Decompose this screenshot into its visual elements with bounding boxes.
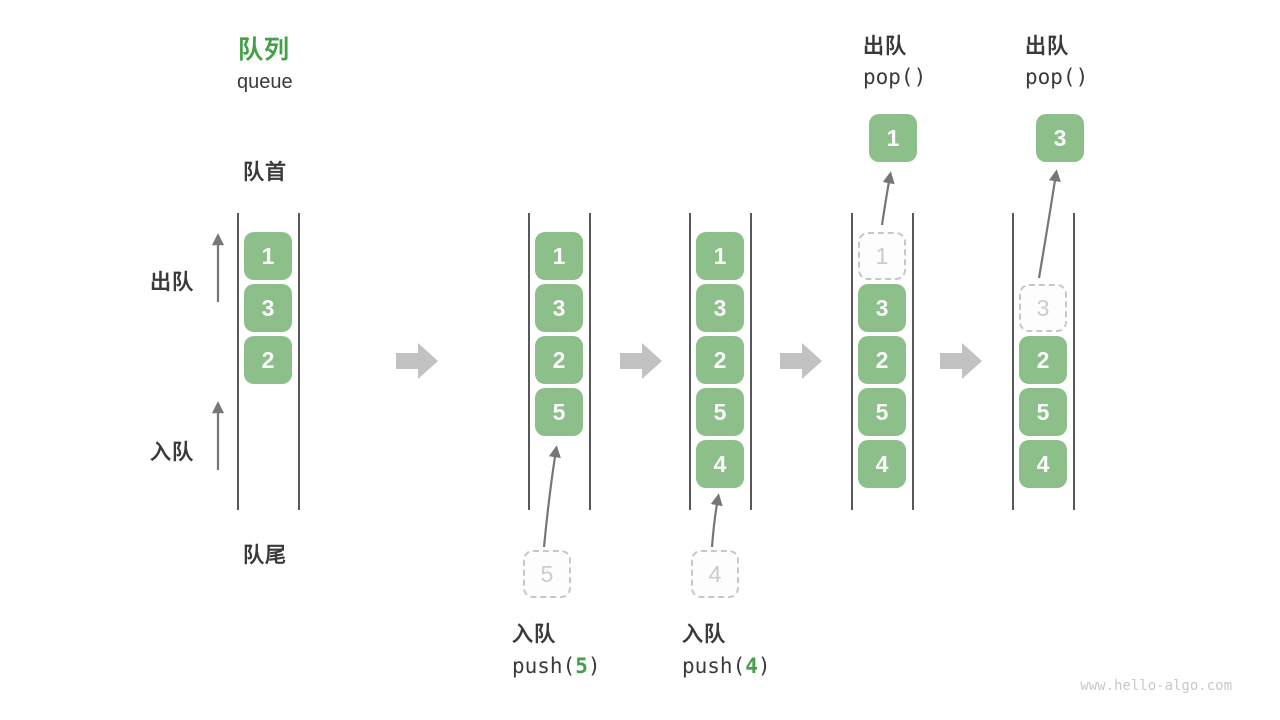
state-transition-arrow [396,343,438,379]
op-code-arg: 5 [575,654,588,678]
queue-box-removed: 3 [1019,284,1067,332]
queue-box: 5 [696,388,744,436]
queue-wall-right [589,213,591,510]
queue-box: 2 [1019,336,1067,384]
op-label: 入队 [512,623,556,646]
pop-3-arrow [1037,169,1061,279]
queue-wall-right [912,213,914,510]
state-transition-arrow [620,343,662,379]
queue-wall-right [1073,213,1075,510]
queue-wall-right [750,213,752,510]
queue-box: 4 [858,440,906,488]
queue-wall-left [851,213,853,510]
pop-1-arrow [880,171,895,226]
queue-box: 2 [858,336,906,384]
diagram-title-zh: 队列 [238,36,291,64]
queue-box: 3 [535,284,583,332]
op-code: pop() [863,65,927,89]
label-dequeue-side: 出队 [150,271,194,294]
queue-box: 4 [696,440,744,488]
op-label: 出队 [863,35,907,58]
op-code: push(4) [682,654,771,678]
queue-wall-left [689,213,691,510]
op-label: 出队 [1025,35,1069,58]
queue-wall-left [237,213,239,510]
queue-box: 3 [244,284,292,332]
queue-box: 3 [858,284,906,332]
pending-box: 4 [691,550,739,598]
queue-box: 4 [1019,440,1067,488]
op-label: 入队 [682,623,726,646]
state-transition-arrow [940,343,982,379]
op-code: push(5) [512,654,601,678]
queue-box: 2 [535,336,583,384]
push-5-arrow [542,445,561,548]
queue-box: 3 [696,284,744,332]
op-code: pop() [1025,65,1089,89]
queue-box: 1 [244,232,292,280]
queue-box: 1 [696,232,744,280]
queue-box: 2 [696,336,744,384]
label-enqueue-side: 入队 [150,441,194,464]
queue-box-removed: 1 [858,232,906,280]
queue-box: 1 [535,232,583,280]
queue-box: 5 [1019,388,1067,436]
label-queue-front: 队首 [243,161,287,184]
push-4-arrow [710,493,723,548]
op-code-arg: 4 [745,654,758,678]
state-transition-arrow [780,343,822,379]
popped-box: 1 [869,114,917,162]
queue-wall-left [1012,213,1014,510]
popped-box: 3 [1036,114,1084,162]
watermark: www.hello-algo.com [1080,678,1232,694]
pending-box: 5 [523,550,571,598]
queue-wall-left [528,213,530,510]
label-queue-rear: 队尾 [243,544,287,567]
diagram-title-en: queue [237,71,293,93]
queue-wall-right [298,213,300,510]
queue-box: 5 [858,388,906,436]
queue-box: 5 [535,388,583,436]
queue-box: 2 [244,336,292,384]
